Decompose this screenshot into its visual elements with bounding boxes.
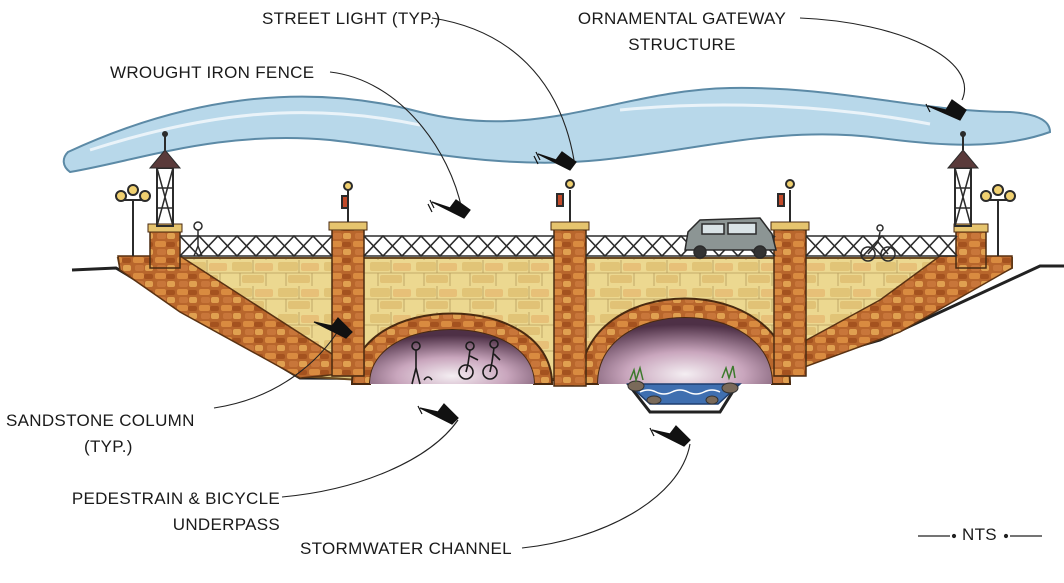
car — [684, 217, 777, 259]
street-lights — [115, 179, 1016, 256]
underpass-figures — [411, 339, 501, 385]
ornamental-gateway-right — [946, 131, 980, 227]
nts-scale-lines — [918, 533, 1042, 539]
label-sandstone-column-line2: (TYP.) — [84, 437, 133, 456]
label-sandstone-column-line1: SANDSTONE COLUMN — [6, 411, 195, 430]
ornamental-gateway-left — [148, 131, 182, 227]
arrow-markers — [313, 99, 967, 447]
label-ornamental-gateway-line1: ORNAMENTAL GATEWAY — [577, 9, 787, 28]
deck-figures — [193, 221, 896, 262]
channel-rocks — [627, 380, 739, 405]
label-underpass-line1: PEDESTRAIN & BICYCLE — [71, 489, 280, 508]
right-embankment — [768, 255, 1013, 377]
label-nts: NTS — [962, 525, 997, 544]
left-arch-opening — [370, 330, 534, 384]
label-street-light: STREET LIGHT (TYP.) — [262, 9, 441, 28]
right-arch-opening — [598, 318, 772, 384]
label-wrought-iron-fence: WROUGHT IRON FENCE — [110, 63, 315, 82]
sandstone-columns — [147, 221, 989, 387]
label-ornamental-gateway-line2: STRUCTURE — [628, 35, 736, 54]
label-underpass-line2: UNDERPASS — [172, 515, 280, 534]
leader-lines — [213, 17, 965, 549]
label-stormwater-channel: STORMWATER CHANNEL — [300, 539, 512, 558]
